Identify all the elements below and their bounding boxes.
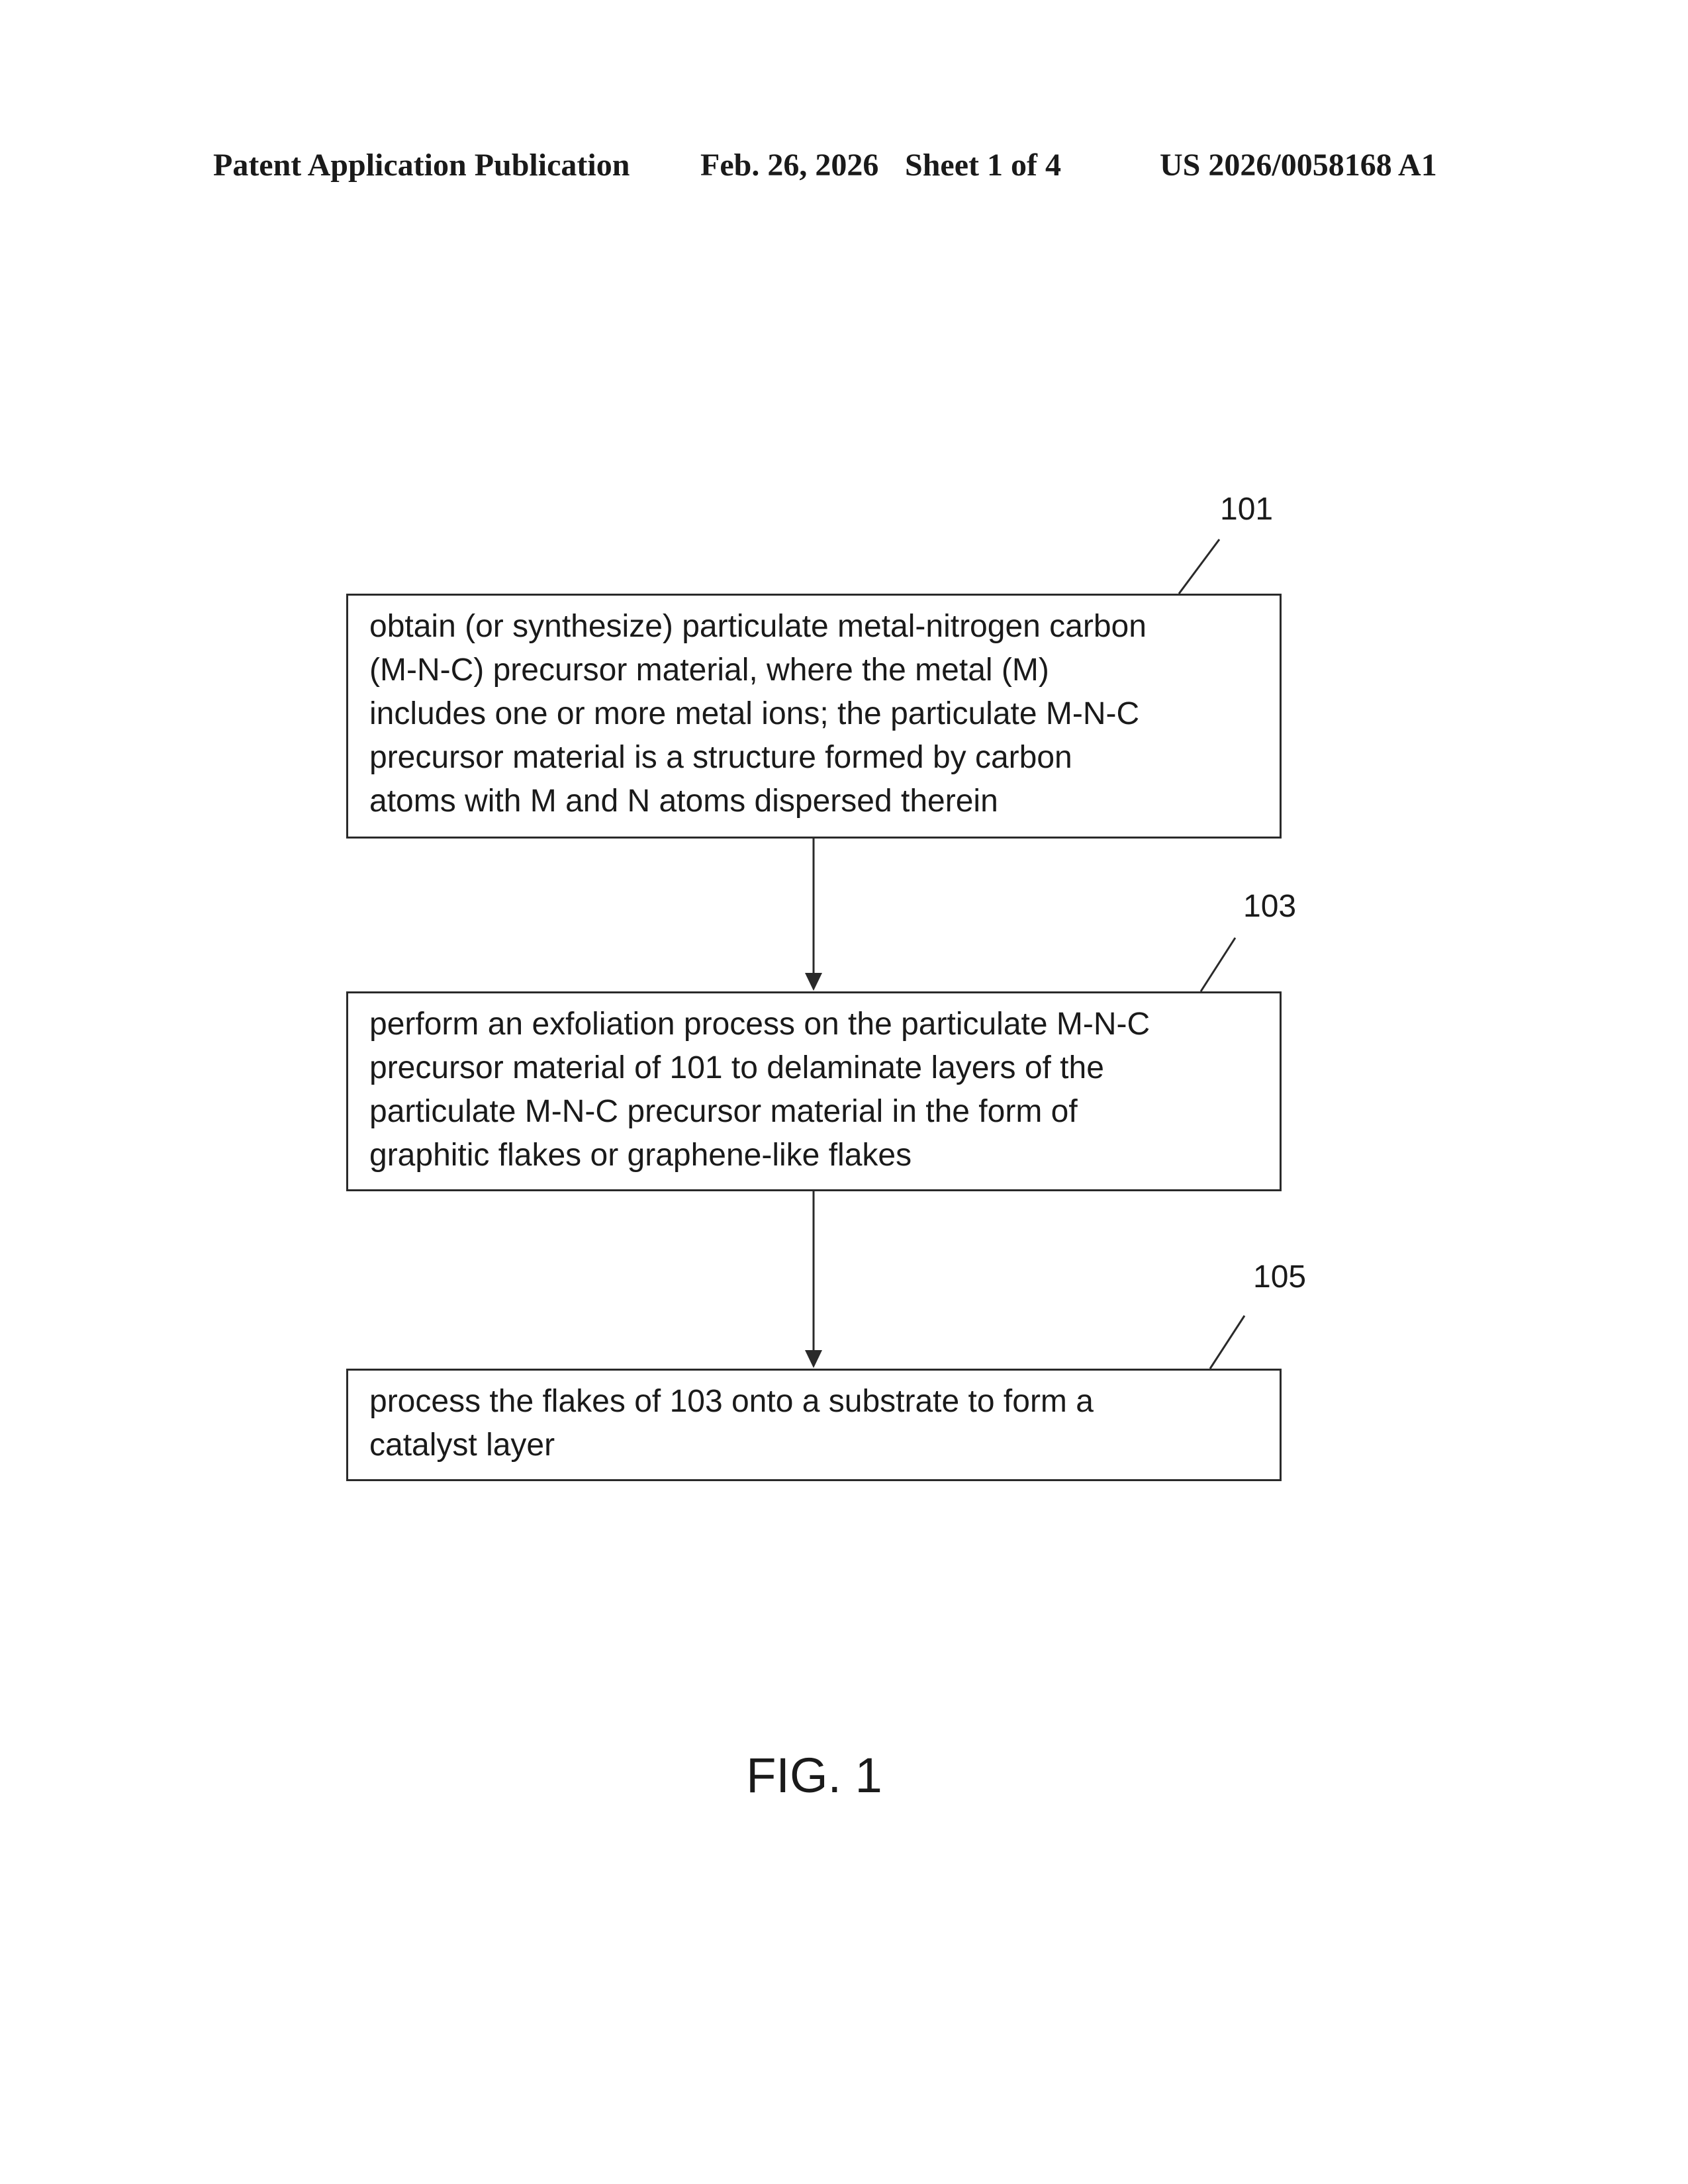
leader-line-105	[1210, 1316, 1244, 1369]
step-box-103: perform an exfoliation process on the pa…	[346, 991, 1282, 1191]
leader-line-101	[1179, 539, 1219, 594]
step-text-101: obtain (or synthesize) particulate metal…	[369, 605, 1264, 823]
figure-label: FIG. 1	[0, 1747, 1628, 1804]
step-text-103: perform an exfoliation process on the pa…	[369, 1003, 1264, 1177]
arrowhead-103-to-105	[805, 1350, 822, 1368]
leader-line-103	[1201, 938, 1235, 991]
reference-numeral-105: 105	[1253, 1259, 1306, 1296]
step-text-105: process the flakes of 103 onto a substra…	[369, 1380, 1264, 1467]
reference-numeral-101: 101	[1220, 491, 1273, 528]
step-box-101: obtain (or synthesize) particulate metal…	[346, 594, 1282, 839]
reference-numeral-103: 103	[1243, 888, 1296, 925]
step-box-105: process the flakes of 103 onto a substra…	[346, 1369, 1282, 1481]
arrowhead-101-to-103	[805, 973, 822, 991]
